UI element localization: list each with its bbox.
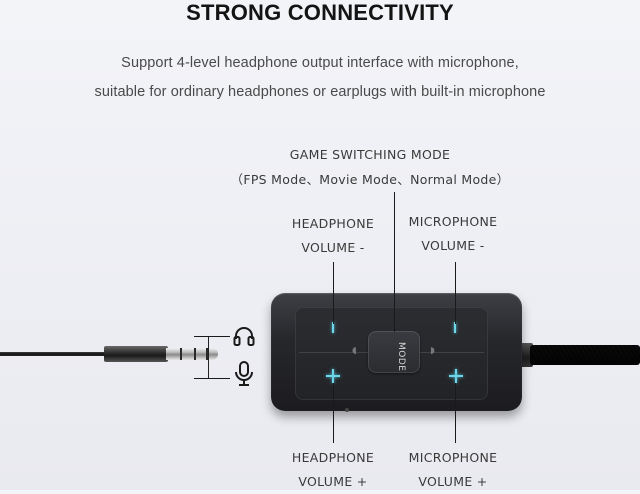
game-mode-options: （FPS Mode、Movie Mode、Normal Mode）	[230, 172, 510, 187]
mode-button-label: MODE	[396, 342, 406, 372]
plug-ring	[206, 348, 208, 360]
microphone-volume-plus-button[interactable]	[449, 369, 463, 383]
microphone-plus-pointer-line	[455, 383, 456, 443]
plug-ring	[180, 348, 182, 360]
headphone-volume-plus-label-2: VOLUME +	[298, 474, 368, 489]
game-mode-title: GAME SWITCHING MODE	[289, 147, 451, 162]
microphone-volume-plus-label-1: MICROPHONE	[408, 450, 498, 465]
headphone-small-icon: ◖	[352, 346, 357, 356]
pin-bracket-left	[208, 336, 209, 378]
headphone-volume-minus-label-2: VOLUME -	[301, 240, 365, 255]
headphone-volume-minus-label-1: HEADPHONE	[291, 216, 375, 231]
headphone-icon	[233, 327, 255, 346]
microphone-small-icon: ◗	[430, 346, 435, 356]
headphone-volume-plus-button[interactable]	[326, 369, 340, 383]
audio-plug-pin	[166, 348, 218, 360]
microphone-volume-minus-button[interactable]	[454, 322, 456, 333]
plug-ring	[194, 348, 196, 360]
headphone-minus-pointer-line	[333, 262, 334, 324]
microphone-pointer	[194, 378, 230, 379]
headphone-volume-minus-button[interactable]	[332, 322, 334, 333]
headphone-pointer	[194, 336, 230, 337]
microphone-minus-pointer-line	[455, 262, 456, 324]
mode-pointer-line	[394, 192, 395, 332]
headphone-volume-plus-label-1: HEADPHONE	[291, 450, 375, 465]
headphone-plus-pointer-line	[333, 383, 334, 443]
braided-cable	[530, 345, 640, 365]
microphone-volume-plus-label-2: VOLUME +	[418, 474, 488, 489]
microphone-volume-minus-label-2: VOLUME -	[421, 238, 485, 253]
left-cable	[0, 352, 108, 356]
subtitle-line-1: Support 4-level headphone output interfa…	[121, 55, 519, 71]
mode-button[interactable]	[368, 331, 420, 373]
page-title: STRONG CONNECTIVITY	[186, 0, 454, 25]
subtitle-line-2: suitable for ordinary headphones or earp…	[94, 84, 546, 100]
microphone-icon	[235, 361, 253, 386]
side-dot	[345, 408, 349, 412]
cable-strain-relief	[519, 343, 533, 367]
audio-plug-body	[104, 346, 168, 362]
microphone-volume-minus-label-1: MICROPHONE	[408, 214, 498, 229]
